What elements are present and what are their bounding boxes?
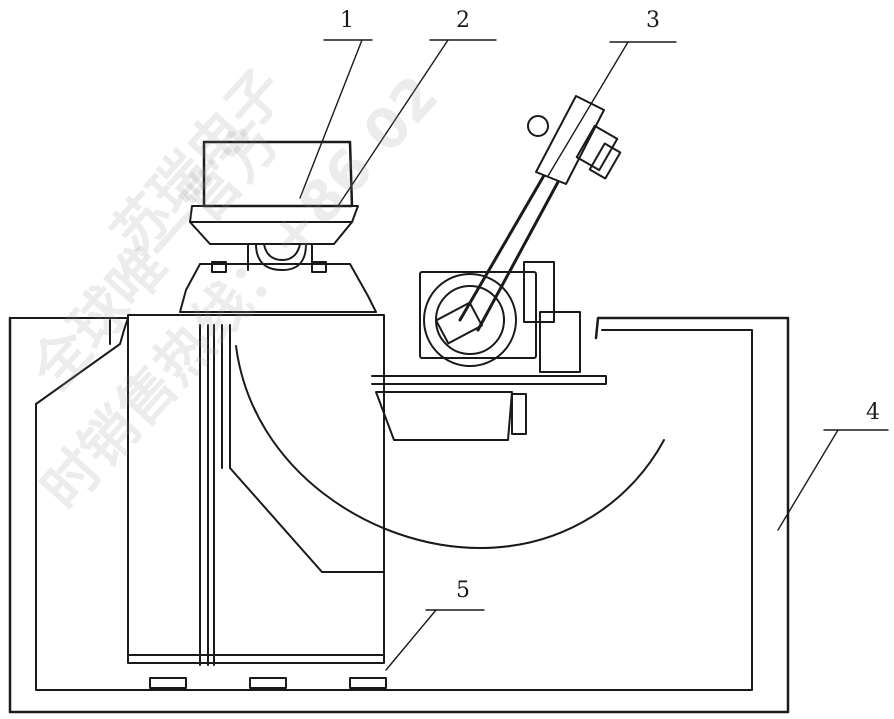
left-pedestal (127, 314, 385, 666)
lower-tray (371, 375, 607, 441)
upper-turret (179, 140, 377, 313)
feet (149, 677, 387, 689)
swing-arc (235, 345, 665, 549)
callout-1-label: 1 (340, 8, 354, 33)
callout-5-label: 5 (456, 578, 470, 603)
leader-lines (299, 39, 889, 671)
callout-4-label: 4 (866, 400, 880, 425)
tilted-arm (419, 95, 622, 373)
callout-2-label: 2 (456, 8, 470, 33)
outer-frame (8, 316, 790, 714)
callout-3-label: 3 (646, 8, 660, 33)
